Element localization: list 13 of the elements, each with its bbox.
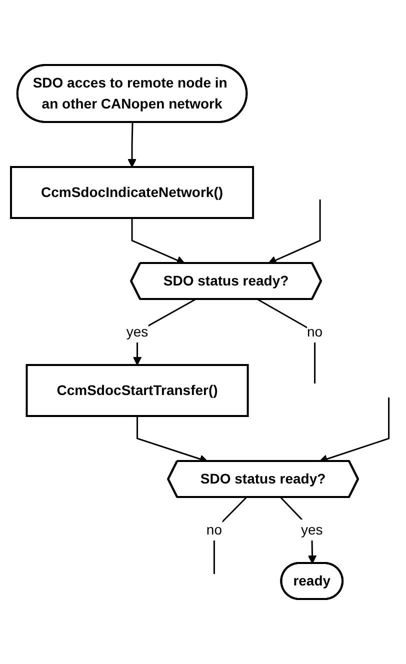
arrow bbox=[280, 496, 316, 564]
arrow bbox=[132, 298, 196, 366]
arrow bbox=[130, 218, 185, 264]
edge-label: no bbox=[306, 324, 322, 340]
node-box: CcmSdocStartTransfer() bbox=[25, 364, 248, 417]
arrow bbox=[268, 200, 320, 264]
node-box: CcmSdocIndicateNetwork() bbox=[10, 166, 254, 219]
edge-label: yes bbox=[126, 324, 148, 340]
edge-label: yes bbox=[300, 522, 322, 538]
connector-line bbox=[213, 496, 246, 574]
arrow bbox=[127, 122, 136, 168]
edge-label: no bbox=[206, 522, 222, 538]
connector-line bbox=[257, 298, 316, 384]
